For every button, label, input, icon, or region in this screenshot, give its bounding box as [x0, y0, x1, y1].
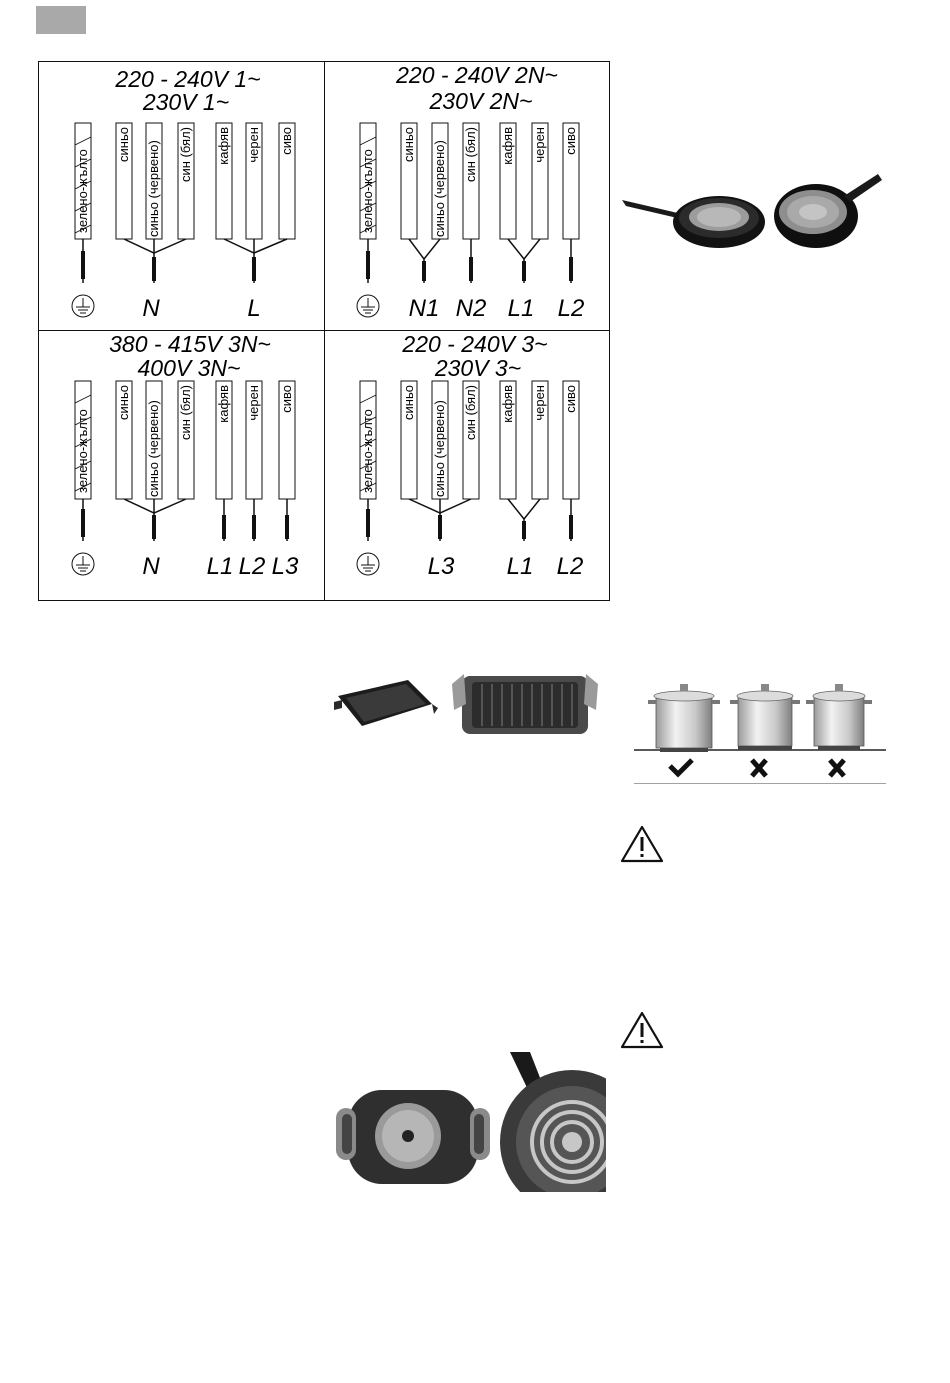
- wire-label: синьо: [116, 127, 131, 162]
- terminal-label: N2: [456, 295, 487, 322]
- terminal-label: N: [142, 295, 160, 322]
- earth-ground-icon: [356, 552, 380, 576]
- wire-label: синьо: [401, 385, 416, 420]
- wire-label: син (бял): [463, 385, 478, 440]
- quadrant-title-line2: 400V 3N~: [138, 355, 241, 381]
- terminal-label: L2: [558, 295, 585, 322]
- wire-label: черен: [532, 127, 547, 163]
- wire-label: кафяв: [500, 127, 515, 165]
- wire-label: сиво: [279, 127, 294, 155]
- terminal-label: L1: [207, 553, 234, 580]
- quadrant-3: 380 - 415V 3N~ 400V 3N~ зелено-жълто синь…: [71, 331, 299, 580]
- wire-label: черен: [246, 385, 261, 421]
- wire-label: син (бял): [178, 127, 193, 182]
- wire-label: кафяв: [500, 385, 515, 423]
- quadrant-title-line1: 220 - 240V 1~: [114, 66, 260, 92]
- check-icon: [668, 758, 694, 778]
- cross-icon: [750, 758, 768, 778]
- wire-label: черен: [246, 127, 261, 163]
- earth-ground-icon: [71, 552, 95, 576]
- wire-label: синьо (червено): [432, 400, 447, 497]
- earth-ground-icon: [356, 294, 380, 318]
- wire-label: синьо (червено): [432, 140, 447, 237]
- quadrant-title-line2: 230V 2N~: [429, 88, 533, 114]
- terminal-label: L1: [508, 295, 535, 322]
- wire-label: зелено-жълто: [75, 149, 90, 233]
- earth-ground-icon: [71, 294, 95, 318]
- terminal-label: N: [142, 553, 160, 580]
- quadrant-2: 220 - 240V 2N~ 230V 2N~ зелено-жълто синь…: [356, 62, 585, 322]
- quadrant-title-line1: 380 - 415V 3N~: [109, 331, 271, 357]
- frying-pans-photo: [616, 168, 886, 258]
- wire-label: сиво: [563, 385, 578, 413]
- pot-placement-illustration: [634, 680, 886, 785]
- wire-label: зелено-жълто: [75, 409, 90, 493]
- wire-label: син (бял): [178, 385, 193, 440]
- wire-label: сиво: [279, 385, 294, 413]
- wire-label: синьо: [116, 385, 131, 420]
- terminal-label: L: [247, 295, 260, 322]
- terminal-label: L3: [428, 553, 455, 580]
- terminal-label: N1: [409, 295, 440, 322]
- roaster-and-grill-photo: [332, 664, 606, 746]
- griddle-and-pan-base-photo: [334, 1052, 644, 1214]
- terminal-label: L2: [557, 553, 584, 580]
- quadrant-title-line1: 220 - 240V 2N~: [395, 62, 558, 88]
- terminal-label: L1: [507, 553, 534, 580]
- wire-label: кафяв: [216, 385, 231, 423]
- section-tab: [36, 6, 86, 34]
- wire-label: сиво: [563, 127, 578, 155]
- quadrant-title-line1: 220 - 240V 3~: [401, 331, 547, 357]
- terminal-label: L2: [239, 553, 266, 580]
- warning-triangle-icon: [620, 825, 664, 863]
- warning-triangle-icon: [620, 1011, 664, 1049]
- wire-label: синьо (червено): [146, 400, 161, 497]
- terminal-label: L3: [272, 553, 299, 580]
- wire-label: син (бял): [463, 127, 478, 182]
- quadrant-title-line2: 230V 3~: [434, 355, 521, 381]
- wire-label: синьо: [401, 127, 416, 162]
- quadrant-title-line2: 230V 1~: [142, 89, 229, 115]
- quadrant-4: 220 - 240V 3~ 230V 3~ зелено-жълто синьо с…: [356, 331, 584, 580]
- wire-label: синьо (червено): [146, 140, 161, 237]
- wire-label: зелено-жълто: [360, 409, 375, 493]
- wire-label: кафяв: [216, 127, 231, 165]
- wire-label: черен: [532, 385, 547, 421]
- wire-label: зелено-жълто: [360, 149, 375, 233]
- cross-icon: [828, 758, 846, 778]
